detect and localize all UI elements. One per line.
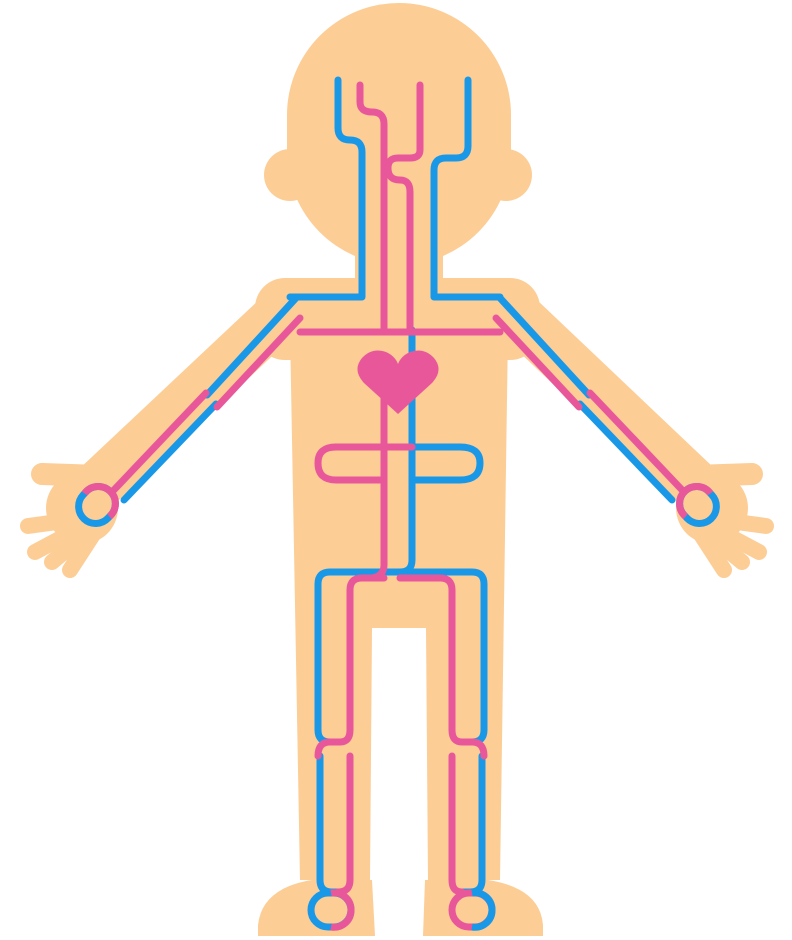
left-foot [258, 880, 375, 936]
head [287, 3, 511, 265]
body-silhouette [28, 3, 766, 936]
